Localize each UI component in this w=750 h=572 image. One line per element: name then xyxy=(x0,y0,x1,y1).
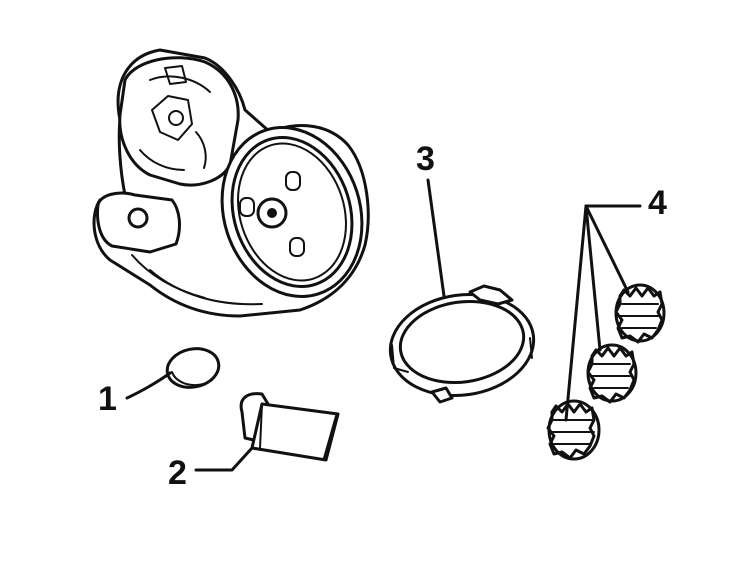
part-4-gear-top xyxy=(614,283,666,344)
leader-4-b xyxy=(584,204,602,352)
part-1-washer xyxy=(165,347,221,389)
part-4-gear-middle xyxy=(586,343,638,404)
callout-2: 2 xyxy=(168,454,187,492)
callout-3: 3 xyxy=(416,140,435,178)
leader-3 xyxy=(426,178,446,298)
housing xyxy=(92,48,370,318)
callout-1: 1 xyxy=(98,380,117,418)
part-3-ring xyxy=(388,284,536,404)
callout-4: 4 xyxy=(648,184,667,222)
part-2-plate xyxy=(239,392,340,462)
leader-lines xyxy=(125,178,642,472)
leader-1 xyxy=(125,371,172,400)
leader-2 xyxy=(194,446,254,472)
part-4-gear-bottom xyxy=(546,399,601,461)
leader-4-c xyxy=(584,204,630,294)
